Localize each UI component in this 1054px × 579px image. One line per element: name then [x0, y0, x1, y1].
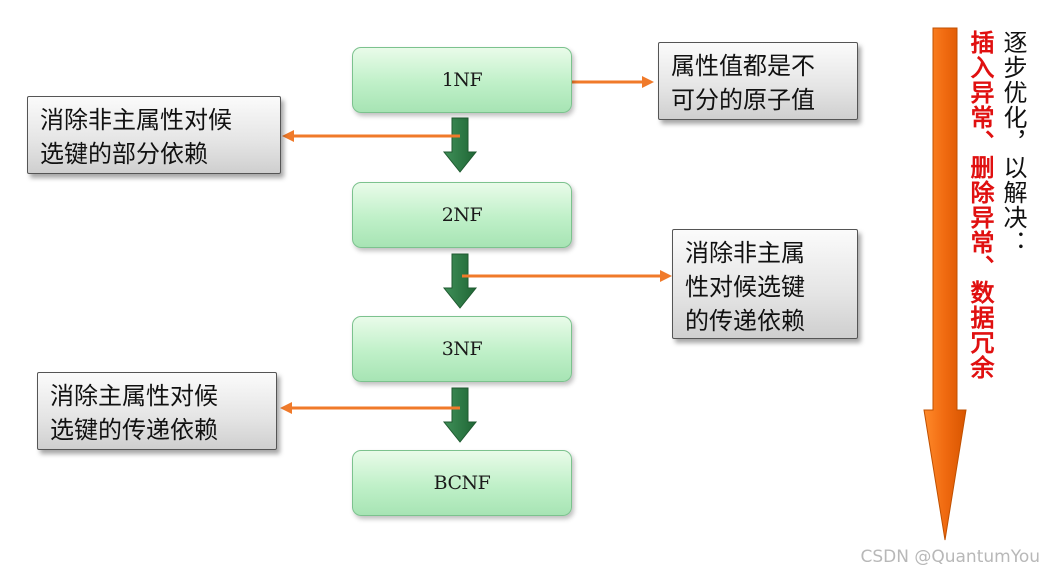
arrow-1nf-to-2nf	[442, 117, 478, 173]
note-line: 消除非主属	[685, 239, 805, 267]
nf-label-bcnf: BCNF	[433, 472, 491, 494]
note-line: 选键的传递依赖	[50, 416, 218, 444]
note-line: 性对候选键	[685, 273, 805, 301]
note-line: 属性值都是不	[671, 52, 815, 80]
note-line: 消除非主属性对候	[40, 106, 232, 134]
side-text-optimize: 逐步优化，以解决：	[999, 30, 1027, 255]
optimization-arrow	[923, 27, 967, 541]
nf-box-1nf: 1NF	[352, 47, 572, 113]
note-line: 可分的原子值	[671, 86, 815, 114]
note-to-3nf: 消除非主属 性对候选键 的传递依赖	[672, 229, 858, 339]
note-to-2nf: 消除非主属性对候 选键的部分依赖	[27, 96, 281, 174]
nf-label-1nf: 1NF	[441, 69, 483, 91]
note-to-bcnf: 消除主属性对候 选键的传递依赖	[37, 372, 277, 450]
nf-label-2nf: 2NF	[441, 204, 483, 226]
note-line: 的传递依赖	[685, 307, 805, 335]
arrow-2nf-to-3nf	[442, 253, 478, 309]
note-1nf-definition: 属性值都是不 可分的原子值	[658, 42, 858, 120]
note-line: 选键的部分依赖	[40, 140, 208, 168]
side-text-anomalies: 插入异常、删除异常、数据冗余	[966, 30, 994, 380]
nf-box-2nf: 2NF	[352, 182, 572, 248]
nf-box-3nf: 3NF	[352, 316, 572, 382]
note-line: 消除主属性对候	[50, 382, 218, 410]
watermark: CSDN @QuantumYou	[860, 547, 1040, 567]
nf-box-bcnf: BCNF	[352, 450, 572, 516]
nf-label-3nf: 3NF	[441, 338, 483, 360]
arrow-3nf-to-bcnf	[442, 387, 478, 443]
